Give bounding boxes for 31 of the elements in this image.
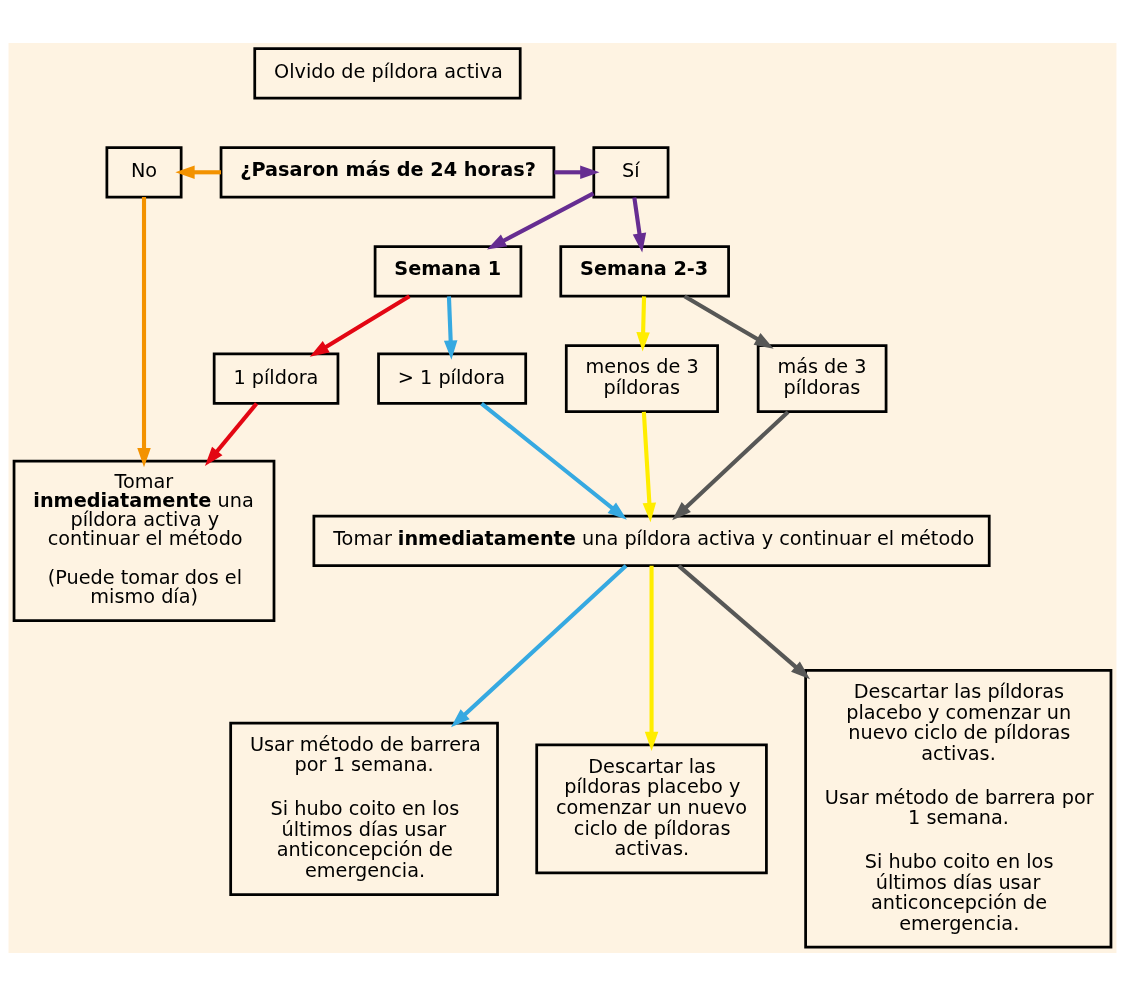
node-box: más de 3 píldoras xyxy=(756,343,888,413)
node-box: Semana 1 xyxy=(373,244,523,297)
node-box: Usar método de barrera por 1 semana. Si hubo coito en los últimos días usar anticoncepción de emergencia. xyxy=(229,721,499,896)
node-box: No xyxy=(105,145,183,198)
node-box: Tomar inmediatamente una píldora activa y continuar el método (Puede tomar dos el mismo día) xyxy=(12,459,276,622)
arrow xyxy=(486,191,595,249)
node-box: Sí xyxy=(592,145,670,198)
arrow xyxy=(480,401,627,520)
arrow xyxy=(137,196,151,467)
arrow xyxy=(677,563,811,679)
node-box: menos de 3 píldoras xyxy=(564,343,719,413)
arrow xyxy=(450,563,628,727)
arrow xyxy=(175,165,221,179)
arrow xyxy=(641,411,657,522)
node-box: > 1 píldora xyxy=(377,351,528,405)
node-box: Descartar las píldoras placebo y comenzar un nuevo ciclo de píldoras activas. xyxy=(535,743,768,874)
arrow xyxy=(204,401,259,466)
arrow xyxy=(632,196,647,253)
arrow xyxy=(672,409,790,520)
arrow xyxy=(554,165,600,179)
arrow xyxy=(644,565,659,751)
node-box: Descartar las píldoras placebo y comenzar un nuevo ciclo de píldoras activas. Usar método de barrera por 1 semana. Si hubo coito en los últimos días usar anticoncepción de emergencia. xyxy=(804,668,1113,949)
node-box: Semana 2-3 xyxy=(559,244,730,297)
arrow xyxy=(309,293,411,357)
arrow xyxy=(636,295,650,352)
arrow xyxy=(683,293,774,349)
node-box: Tomar inmediatamente una píldora activa y continuar el método xyxy=(312,514,991,567)
node-box: 1 píldora xyxy=(212,351,340,405)
node-box: ¿Pasaron más de 24 horas? xyxy=(219,145,556,198)
arrow xyxy=(443,295,458,360)
node-box: Olvido de píldora activa xyxy=(253,46,522,99)
